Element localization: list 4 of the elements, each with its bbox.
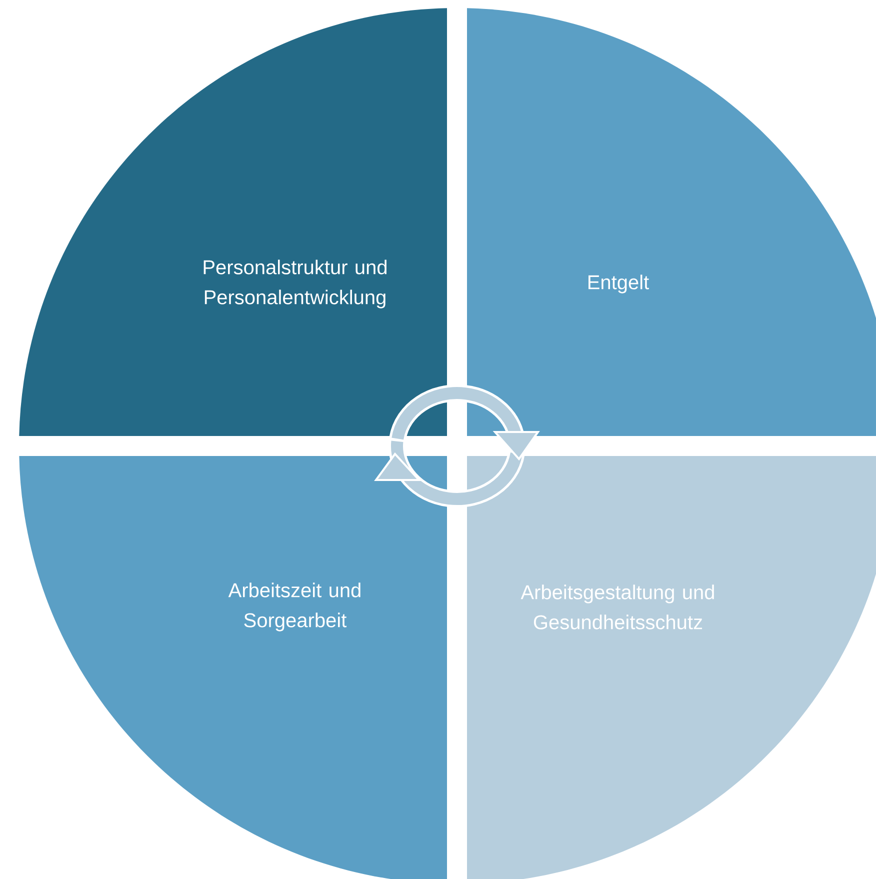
quadrant-segment: Personalstruktur und Personalentwicklung [19, 8, 447, 436]
quadrant-segment: Arbeitszeit und Sorgearbeit [19, 456, 447, 879]
quadrant-segment: Entgelt [467, 8, 876, 436]
quadrant-segment: Arbeitsgestaltung und Gesundheitsschutz [467, 456, 876, 879]
